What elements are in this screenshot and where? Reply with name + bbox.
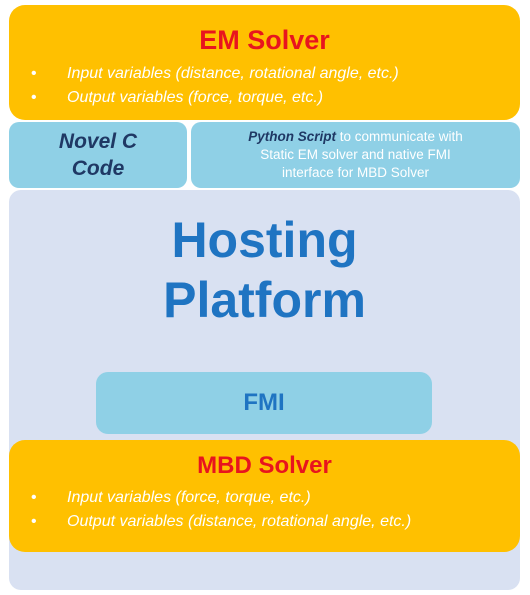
em-solver-input-variables: • Input variables (distance, rotational a… bbox=[9, 62, 520, 86]
python-script-line3: interface for MBD Solver bbox=[281, 165, 430, 180]
mbd-solver-output-variables: • Output variables (distance, rotational … bbox=[9, 510, 520, 534]
python-script-label: Python Script bbox=[248, 129, 336, 144]
fmi-label: FMI bbox=[243, 389, 285, 416]
hosting-platform-line1: Hosting bbox=[171, 212, 358, 268]
novel-c-line1: Novel C bbox=[58, 130, 138, 153]
mbd-solver-input-variables: • Input variables (force, torque, etc.) bbox=[9, 486, 520, 510]
python-script-line1: Python Script to communicate with bbox=[248, 128, 463, 146]
python-script-description: Python Script to communicate with Static… bbox=[248, 128, 463, 182]
fmi-box: FMI bbox=[96, 372, 432, 434]
novel-c-code-box: Novel C Code bbox=[9, 122, 187, 188]
novel-c-code-label: Novel C Code bbox=[59, 128, 137, 182]
em-solver-input-text: Input variables (distance, rotational an… bbox=[67, 65, 399, 82]
hosting-platform-line2: Platform bbox=[163, 272, 366, 328]
bullet-icon: • bbox=[31, 65, 37, 82]
python-script-text1: to communicate with bbox=[335, 129, 463, 144]
hosting-platform-title: Hosting Platform bbox=[9, 210, 520, 330]
mbd-solver-output-text: Output variables (distance, rotational a… bbox=[67, 513, 412, 530]
mbd-solver-title: MBD Solver bbox=[197, 452, 332, 479]
novel-c-line2: Code bbox=[71, 157, 125, 180]
em-solver-variable-list: • Input variables (distance, rotational a… bbox=[9, 62, 520, 110]
bullet-icon: • bbox=[31, 489, 37, 506]
em-solver-output-variables: • Output variables (force, torque, etc.) bbox=[9, 86, 520, 110]
em-solver-title: EM Solver bbox=[199, 25, 330, 55]
em-solver-output-text: Output variables (force, torque, etc.) bbox=[67, 89, 324, 106]
em-solver-box: EM Solver • Input variables (distance, ro… bbox=[9, 5, 520, 120]
mbd-solver-variable-list: • Input variables (force, torque, etc.) •… bbox=[9, 486, 520, 534]
python-script-line2: Static EM solver and native FMI bbox=[260, 147, 451, 162]
python-script-box: Python Script to communicate with Static… bbox=[191, 122, 520, 188]
mbd-solver-input-text: Input variables (force, torque, etc.) bbox=[67, 489, 311, 506]
mbd-solver-box: MBD Solver • Input variables (force, torq… bbox=[9, 440, 520, 552]
bullet-icon: • bbox=[31, 513, 37, 530]
bullet-icon: • bbox=[31, 89, 37, 106]
